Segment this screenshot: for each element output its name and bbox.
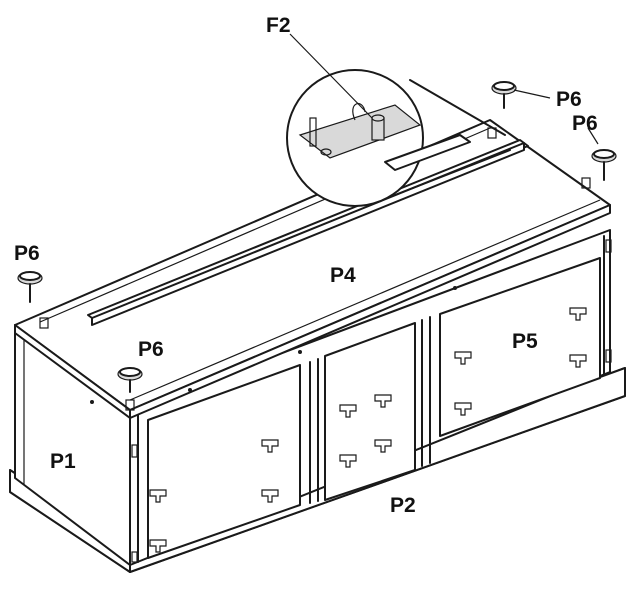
- leveling-foot-left: [17, 271, 43, 303]
- detail-callout: [286, 69, 511, 207]
- leveling-foot-right: [591, 149, 617, 181]
- label-p2: P2: [390, 494, 416, 517]
- leveling-foot-front: [117, 367, 143, 393]
- label-p6-front: P6: [138, 338, 164, 361]
- hinge-brackets: [131, 239, 612, 563]
- front-frame: [129, 229, 611, 566]
- label-p6-top-right-b: P6: [572, 112, 598, 135]
- label-p4: P4: [330, 264, 356, 287]
- leveling-foot-top-right: [491, 81, 517, 109]
- leader-lines: [289, 33, 599, 145]
- label-p6-left: P6: [14, 242, 40, 265]
- label-f2: F2: [266, 14, 291, 37]
- label-p6-top-right-a: P6: [556, 88, 582, 111]
- label-p1: P1: [50, 450, 76, 473]
- label-p5: P5: [512, 330, 538, 353]
